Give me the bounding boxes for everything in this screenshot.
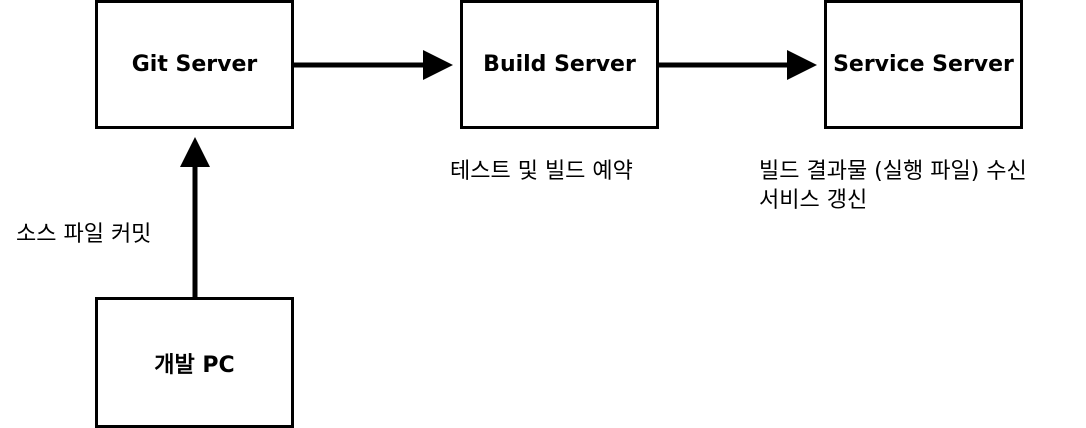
service-server-node: Service Server <box>824 0 1023 129</box>
service-annotation: 빌드 결과물 (실행 파일) 수신 서비스 갱신 <box>759 157 1027 215</box>
commit-annotation: 소스 파일 커밋 <box>16 220 151 249</box>
build-server-node: Build Server <box>460 0 659 129</box>
build-annotation-text: 테스트 및 빌드 예약 <box>450 159 633 184</box>
dev-pc-label: 개발 PC <box>154 352 235 378</box>
service-server-label: Service Server <box>833 52 1014 77</box>
commit-annotation-text: 소스 파일 커밋 <box>16 222 152 247</box>
build-server-label: Build Server <box>483 52 636 77</box>
service-annotation-line1: 빌드 결과물 (실행 파일) 수신 <box>759 159 1027 184</box>
git-server-label: Git Server <box>131 52 258 77</box>
dev-pc-node: 개발 PC <box>95 297 294 428</box>
service-annotation-line2: 서비스 갱신 <box>759 188 868 213</box>
build-annotation: 테스트 및 빌드 예약 <box>450 157 633 186</box>
git-server-node: Git Server <box>95 0 294 129</box>
